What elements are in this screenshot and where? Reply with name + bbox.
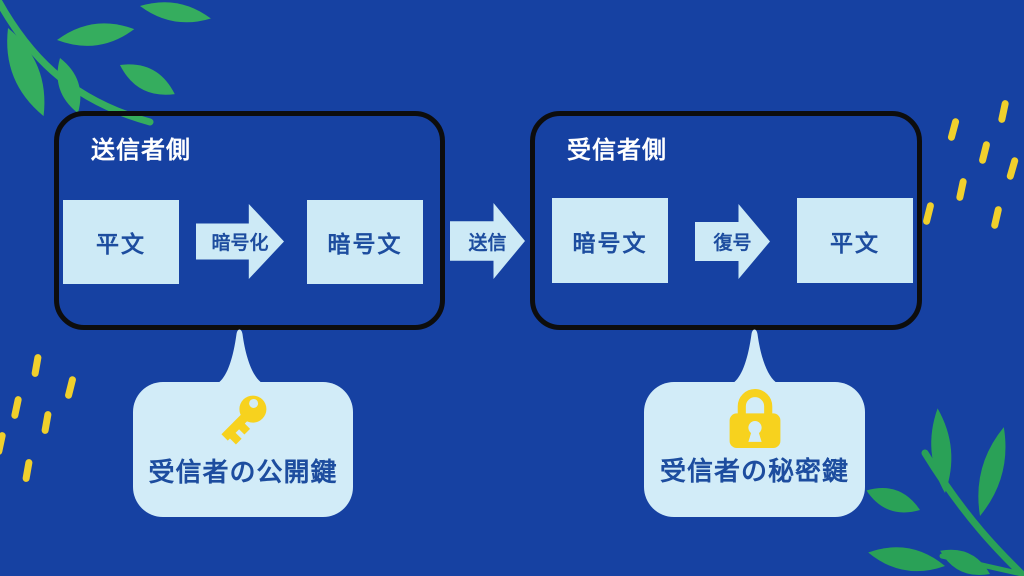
receiver-panel-title: 受信者側 — [567, 137, 667, 164]
sender-ciphertext-box: 暗号文 — [307, 200, 423, 284]
private-key-callout-tail — [731, 329, 779, 384]
public-key-label: 受信者の公開鍵 — [148, 457, 338, 487]
receiver-panel: 受信者側 — [530, 111, 922, 330]
sender-plaintext-box: 平文 — [63, 200, 179, 284]
private-key-callout: 受信者の秘密鍵 — [644, 382, 865, 517]
lock-icon — [729, 389, 780, 448]
public-key-callout: 受信者の公開鍵 — [133, 382, 353, 517]
receiver-ciphertext-box: 暗号文 — [552, 198, 668, 283]
sender-panel-title: 送信者側 — [91, 137, 191, 164]
public-key-callout-tail — [216, 329, 264, 384]
private-key-label: 受信者の秘密鍵 — [659, 456, 849, 486]
key-icon — [221, 395, 267, 445]
leaves-bottom-right-decoration — [866, 408, 1024, 576]
send-arrow: 送信 — [450, 203, 525, 279]
sender-panel: 送信者側 — [54, 111, 445, 330]
receiver-plaintext-box: 平文 — [797, 198, 913, 283]
